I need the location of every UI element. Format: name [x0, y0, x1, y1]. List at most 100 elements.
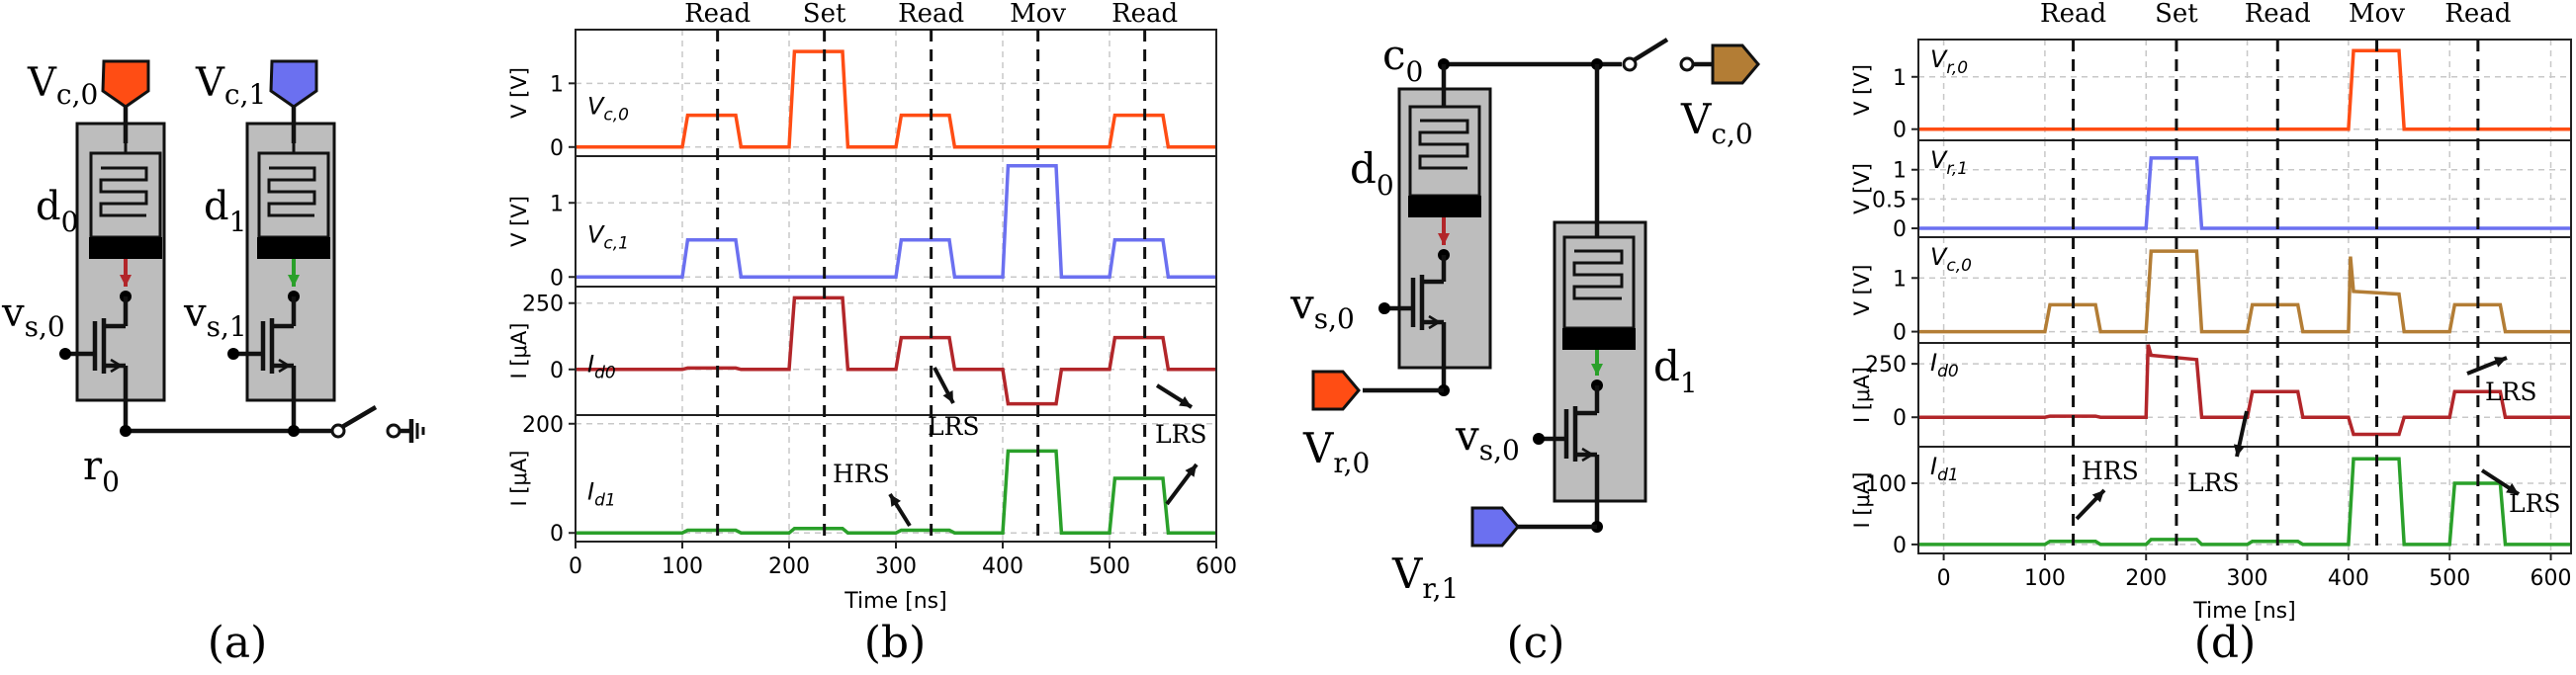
label-vc0: Vc,0 — [27, 60, 98, 111]
label-c-vs0-top: vs,0 — [1289, 280, 1355, 335]
d-annotation-3: LRS — [2509, 489, 2561, 518]
d-annotation-2: LRS — [2485, 378, 2537, 406]
d-phase-label-3: Mov — [2349, 0, 2405, 29]
b-ytick-0-1: 1 — [550, 72, 564, 97]
b-ytick-3-1: 200 — [522, 413, 564, 438]
d-phase-label-2: Read — [2245, 0, 2311, 29]
d-ytick-3-1: 250 — [1865, 353, 1907, 378]
b-annotation-1: LRS — [928, 412, 980, 441]
b-ytick-2-1: 250 — [522, 293, 564, 317]
d-series-label-4: Id1 — [1930, 453, 1959, 485]
label-r0: r0 — [83, 444, 120, 498]
b-series-label-0: Vc,0 — [587, 93, 629, 126]
b-xtick-6: 600 — [1196, 554, 1237, 579]
d-ytick-4-1: 100 — [1865, 472, 1907, 497]
ground-icon — [400, 419, 425, 443]
d-ytick-4-0: 0 — [1893, 534, 1907, 558]
label-d0: d0 — [36, 184, 78, 238]
b-xtick-1: 100 — [662, 554, 703, 579]
panel-c-circuit: c0 Vc,0 d0 d1 vs,0 vs,0 Vr,0 Vr,1 (c) — [1289, 31, 1760, 668]
b-ytick-3-0: 0 — [550, 522, 564, 547]
d-xlabel: Time [ns] — [2192, 599, 2295, 624]
b-xtick-2: 200 — [768, 554, 810, 579]
b-annotation-0: HRS — [833, 460, 890, 488]
d-series-label-3: Id0 — [1930, 349, 1959, 381]
pin-vr0-icon — [1311, 370, 1361, 411]
b-ylabel-2: I [μA] — [507, 323, 531, 380]
d-ytick-0-1: 1 — [1893, 66, 1907, 91]
panel-a-circuit: Vc,0 Vc,1 d0 d1 vs,0 vs,1 r0 (a) — [1, 59, 425, 668]
b-xtick-4: 400 — [982, 554, 1023, 579]
d-xtick-4: 400 — [2328, 566, 2369, 591]
device-box-c-d1 — [1553, 220, 1647, 503]
memristor-c-d1-icon — [1562, 235, 1636, 391]
b-xtick-5: 500 — [1089, 554, 1130, 579]
d-ylabel-2: V [V] — [1850, 265, 1874, 316]
b-subplot-1: 0 1 V [V] Vc,1 — [507, 155, 1217, 291]
label-c-d1: d1 — [1653, 342, 1698, 399]
d-xtick-3: 300 — [2227, 566, 2268, 591]
d-trace-3 — [1918, 344, 2571, 437]
b-ylabel-1: V [V] — [507, 196, 531, 247]
d-phase-label-1: Set — [2155, 0, 2198, 29]
d-ytick-2-0: 0 — [1893, 321, 1907, 346]
b-ytick-1-1: 1 — [550, 192, 564, 216]
caption-c: (c) — [1507, 618, 1565, 668]
b-phase-label-1: Set — [803, 0, 846, 29]
b-series-label-2: Id0 — [587, 351, 616, 383]
b-series-label-1: Vc,1 — [587, 220, 629, 253]
b-ytick-1-0: 0 — [550, 266, 564, 291]
d-series-label-1: Vr,1 — [1930, 146, 1968, 179]
label-vc1: Vc,1 — [195, 60, 266, 111]
label-vs0: vs,0 — [1, 291, 65, 343]
d-xtick-5: 500 — [2429, 566, 2470, 591]
pin-vc0-c-icon — [1711, 43, 1760, 85]
d-ytick-2-1: 1 — [1893, 267, 1907, 292]
transistor-d1-icon — [227, 296, 297, 431]
b-xtick-3: 300 — [875, 554, 917, 579]
caption-d: (d) — [2194, 618, 2257, 668]
caption-a: (a) — [208, 618, 268, 668]
d-ylabel-3: I [μA] — [1850, 367, 1874, 423]
transistor-d0-icon — [59, 296, 129, 431]
b-annotations: HRS LRS LRS — [833, 367, 1207, 528]
pin-vr1-icon — [1470, 506, 1520, 548]
pin-vc1-icon — [269, 59, 318, 109]
d-ytick-3-0: 0 — [1893, 406, 1907, 431]
transistor-c-d0-icon — [1363, 255, 1450, 396]
d-xtick-1: 100 — [2024, 566, 2066, 591]
d-ylabel-4: I [μA] — [1850, 472, 1874, 529]
transistor-c-d1-icon — [1518, 385, 1603, 533]
d-subplot-2: 01V [V]Vc,0 — [1850, 236, 2572, 346]
pin-vc0-icon — [101, 59, 150, 109]
d-ytick-1-0: 0 — [1893, 217, 1907, 242]
switch-c-icon — [1622, 56, 1638, 72]
b-ylabel-0: V [V] — [507, 67, 531, 119]
d-ylabel-1: V [V] — [1850, 163, 1874, 214]
switch-icon — [330, 423, 346, 439]
b-annotation-2: LRS — [1155, 420, 1207, 449]
b-series-label-3: Id1 — [587, 478, 616, 511]
label-c-d0: d0 — [1350, 144, 1394, 202]
d-ytick-1-2: 1 — [1893, 159, 1907, 184]
d-xtick-2: 200 — [2125, 566, 2167, 591]
b-subplot-0: 01V [V]Vc,0 — [507, 29, 1217, 161]
d-ylabel-0: V [V] — [1850, 64, 1874, 116]
label-c-vs0-bot: vs,0 — [1455, 411, 1520, 466]
b-phase-label-2: Read — [898, 0, 964, 29]
d-subplot-1: 00.51V [V]Vr,1 — [1850, 139, 2572, 242]
label-vr0: Vr,0 — [1302, 424, 1370, 479]
label-c0: c0 — [1382, 31, 1423, 88]
d-series-label-0: Vr,0 — [1930, 45, 1968, 78]
memristor-d1-icon — [257, 143, 330, 302]
b-ylabel-3: I [μA] — [507, 451, 531, 507]
b-phase-label-3: Mov — [1010, 0, 1066, 29]
b-xlabel: Time [ns] — [844, 589, 946, 614]
label-d1: d1 — [204, 184, 246, 238]
label-c-vc0: Vc,0 — [1680, 95, 1753, 150]
